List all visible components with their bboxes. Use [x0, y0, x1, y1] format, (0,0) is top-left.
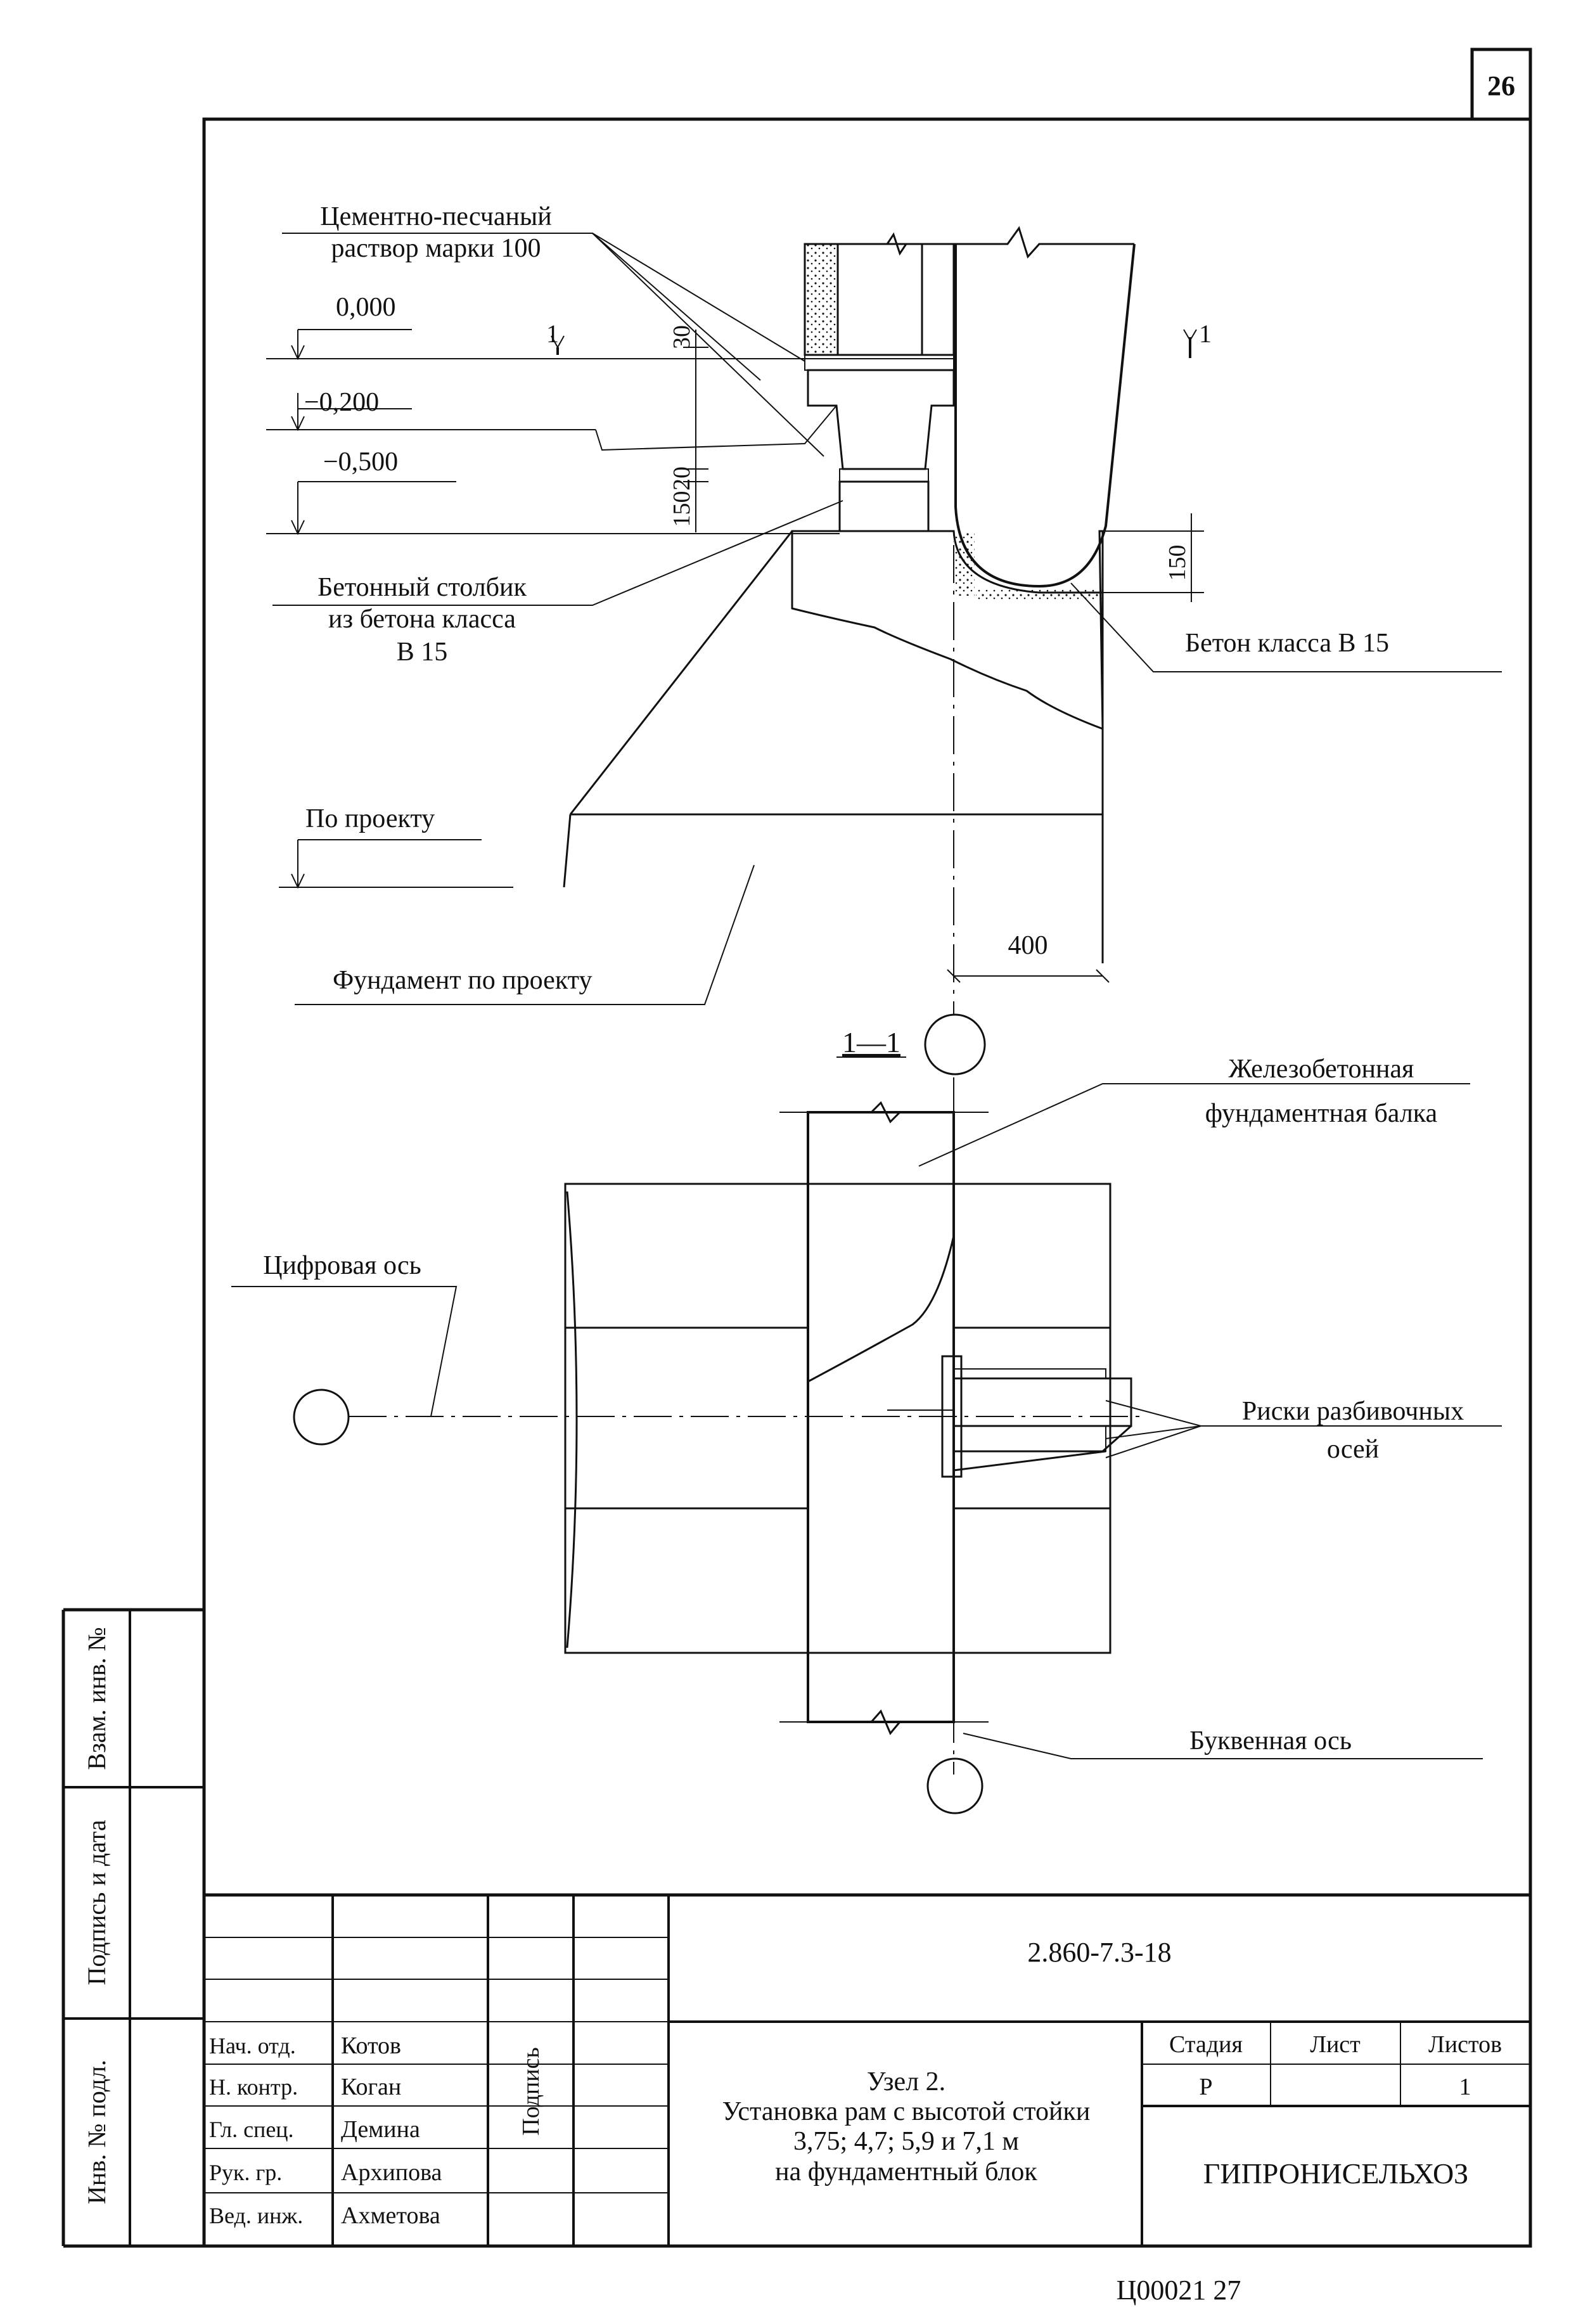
- dim-400: 400: [1008, 931, 1048, 960]
- title-block: 2.860-7.3-18 Нач. отд. Н. контр. Гл. спе…: [204, 1893, 1530, 2246]
- sheet-number: 26: [1487, 70, 1515, 101]
- stage-value: Р: [1199, 2074, 1212, 2100]
- label-mortar-line2: раствор марки 100: [331, 234, 541, 263]
- footer-code: Ц00021 27: [1117, 2275, 1241, 2306]
- label-level-0: 0,000: [336, 293, 396, 322]
- section-mark-right: 1: [1199, 319, 1212, 348]
- section-cut-marks: [551, 329, 1197, 358]
- dim-30: 30: [669, 325, 695, 349]
- stamp-vzam-inv: Взам. инв. №: [82, 1627, 111, 1769]
- organization: ГИПРОНИСЕЛЬХОЗ: [1203, 2157, 1468, 2190]
- label-rc-beam-line1: Железобетонная: [1229, 1055, 1414, 1084]
- label-layout-marks-line2: осей: [1327, 1435, 1379, 1464]
- name-2: Коган: [341, 2074, 401, 2100]
- label-concrete-post-line3: В 15: [397, 638, 448, 667]
- dim-20: 20: [669, 466, 695, 491]
- label-level-minus-050: −0,500: [323, 447, 398, 477]
- label-digital-axis: Цифровая ось: [263, 1251, 421, 1280]
- title-line1: Узел 2.: [867, 2067, 945, 2096]
- doc-code: 2.860-7.3-18: [1027, 1937, 1171, 1968]
- label-concrete-b15: Бетон класса В 15: [1185, 629, 1389, 658]
- sheets-header: Листов: [1428, 2031, 1502, 2058]
- axis-bubble-letter: [926, 1757, 983, 1814]
- name-4: Архипова: [341, 2159, 442, 2186]
- label-rc-beam-line2: фундаментная балка: [1205, 1099, 1438, 1128]
- sheet-header: Лист: [1310, 2031, 1361, 2058]
- section-title: 1—1: [842, 1026, 900, 1058]
- title-line4: на фундаментный блок: [775, 2157, 1037, 2186]
- axis-bubble-digital: [293, 1389, 350, 1446]
- role-3: Гл. спец.: [209, 2117, 294, 2142]
- label-concrete-post-line1: Бетонный столбик: [317, 573, 527, 602]
- title-line3: 3,75; 4,7; 5,9 и 7,1 м: [793, 2127, 1019, 2156]
- role-5: Вед. инж.: [209, 2203, 303, 2228]
- elevation-labels: Цементно-песчаный раствор марки 100 0,00…: [304, 202, 1389, 995]
- label-mortar-line1: Цементно-песчаный: [320, 202, 551, 231]
- role-4: Рук. гр.: [209, 2160, 282, 2185]
- name-3: Демина: [341, 2116, 420, 2143]
- label-level-minus-020: −0,200: [304, 388, 379, 417]
- signature-header: Подпись: [518, 2047, 544, 2136]
- stamp-inv-podl: Инв. № подл.: [82, 2060, 111, 2204]
- section-mark-left: 1: [546, 319, 559, 348]
- side-stamp: Взам. инв. № Подпись и дата Инв. № подл.: [82, 1627, 111, 2204]
- label-foundation: Фундамент по проекту: [333, 966, 592, 995]
- elevation-detail: 1 1: [266, 226, 1502, 1014]
- axis-bubble-top: [924, 1013, 986, 1075]
- name-1: Котов: [341, 2032, 401, 2059]
- stage-header: Стадия: [1169, 2031, 1243, 2058]
- label-layout-marks-line1: Риски разбивочных: [1242, 1397, 1464, 1426]
- role-1: Нач. отд.: [209, 2033, 296, 2058]
- sheet-frame: [61, 48, 1532, 2248]
- name-5: Ахметова: [341, 2202, 440, 2229]
- stamp-podpis-data: Подпись и дата: [82, 1820, 111, 1985]
- dim-150-right: 150: [1164, 545, 1191, 581]
- level-marks: [291, 329, 482, 889]
- sheets-value: 1: [1459, 2074, 1471, 2100]
- section-labels: Железобетонная фундаментная балка Цифров…: [263, 1055, 1464, 1756]
- role-2: Н. контр.: [209, 2074, 298, 2100]
- label-concrete-post-line2: из бетона класса: [328, 605, 516, 634]
- label-letter-axis: Буквенная ось: [1189, 1726, 1352, 1756]
- section-plan: 1—1: [231, 1026, 1502, 1775]
- title-line2: Установка рам с высотой стойки: [722, 2097, 1091, 2126]
- label-by-project: По проекту: [305, 804, 435, 833]
- dim-150-left: 150: [669, 491, 695, 527]
